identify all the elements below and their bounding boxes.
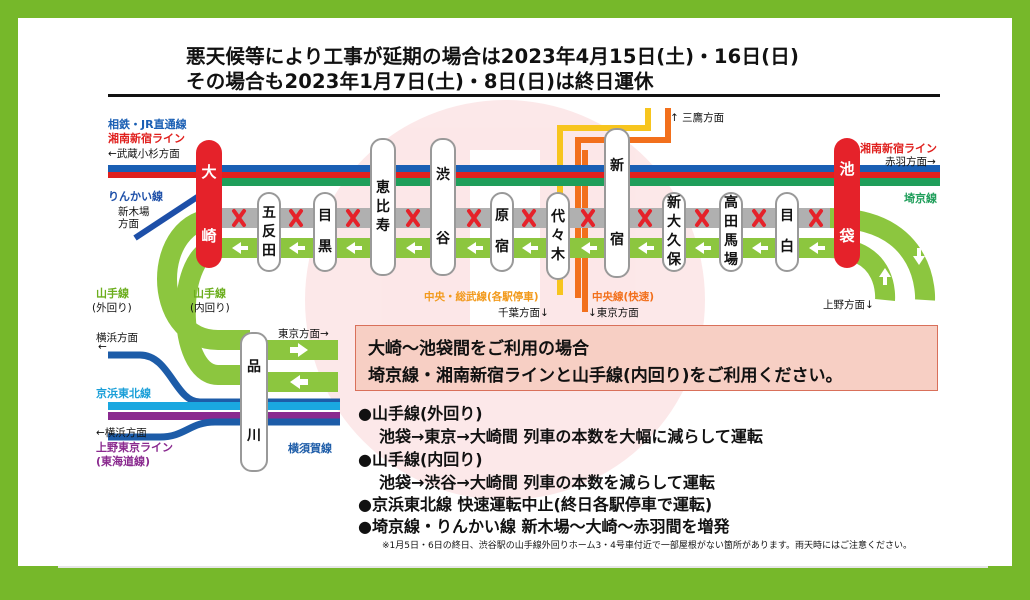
station-meguro: 目黒 <box>313 192 337 272</box>
label-tokyo-right: 東京方面→ <box>278 328 329 340</box>
rinkai-line <box>133 187 210 241</box>
shonan-shinjuku-line <box>108 172 940 178</box>
label-mitaka: ↑ 三鷹方面 <box>670 112 725 124</box>
station-osaki: 大崎 <box>196 140 222 268</box>
station-harajuku: 原宿 <box>490 192 514 272</box>
label-shinkiba: 新木場 <box>118 206 150 218</box>
bullet-1-title: ●山手線(外回り) <box>358 404 483 423</box>
yokosuka-line <box>108 418 340 441</box>
bottom-divider <box>58 566 988 568</box>
label-chiba: 千葉方面↓ <box>498 307 549 319</box>
label-sotetsu: 相鉄・JR直通線 <box>108 118 187 131</box>
station-shibuya: 渋谷 <box>430 138 456 276</box>
notice-box: 大崎～池袋間をご利用の場合 埼京線・湘南新宿ラインと山手線(内回り)をご利用くだ… <box>355 325 938 391</box>
saikyo-line <box>205 178 940 186</box>
station-yoyogi: 代々木 <box>546 192 570 280</box>
label-ueno-tokyo-sub: (東海道線) <box>96 455 151 468</box>
station-shinokubo: 新大久保 <box>662 192 686 272</box>
sotetsu-line <box>108 165 940 172</box>
yokosuka-diag <box>108 351 340 406</box>
label-chuo-sobu: 中央・総武線(各駅停車) <box>424 291 539 303</box>
label-yokohama-1: 横浜方面 <box>96 332 138 344</box>
notice-line-2: 埼京線・湘南新宿ラインと山手線(内回り)をご利用ください。 <box>368 366 843 386</box>
headline-rule <box>108 94 940 97</box>
arrow-down-icon <box>913 248 925 265</box>
station-shinagawa: 品川 <box>240 332 268 472</box>
closed-x-icon <box>232 209 823 227</box>
label-yokohama-1-arrow: ← <box>98 341 107 353</box>
keihin-tohoku-line <box>108 402 340 410</box>
label-yamanote-outer-sub: (外回り) <box>92 302 132 314</box>
label-saikyo: 埼京線 <box>904 192 937 205</box>
headline-2: その場合も2023年1月7日(土)・8日(日)は終日運休 <box>186 70 654 93</box>
ueno-tokyo-line <box>108 412 340 420</box>
bullet-1-detail: 池袋→東京→大崎間 列車の本数を大幅に減らして運転 <box>379 427 763 446</box>
station-takadanobaba: 高田馬場 <box>719 192 743 272</box>
label-shinkiba-direction: 方面 <box>118 218 139 230</box>
label-chuo-rapid: 中央線(快速) <box>592 291 655 303</box>
station-ebisu: 恵比寿 <box>370 138 396 276</box>
station-mejiro: 目白 <box>775 192 799 272</box>
station-ikebukuro: 池袋 <box>834 138 860 268</box>
station-shinjuku: 新宿 <box>604 128 630 278</box>
label-yokosuka: 横須賀線 <box>288 442 332 455</box>
label-keihin-tohoku: 京浜東北線 <box>96 387 151 400</box>
label-ueno: 上野方面↓ <box>823 299 874 311</box>
station-gotanda: 五反田 <box>257 192 281 272</box>
label-yokohama-2: ←横浜方面 <box>96 427 147 439</box>
arrow-up-icon <box>879 268 891 285</box>
headline-1: 悪天候等により工事が延期の場合は2023年4月15日(土)・16日(日) <box>186 45 800 68</box>
label-akabane: 赤羽方面→ <box>885 156 936 168</box>
label-tokyo-down: ↓東京方面 <box>588 307 639 319</box>
label-shonan-right: 湘南新宿ライン <box>860 142 937 155</box>
bullet-2-title: ●山手線(内回り) <box>358 450 483 469</box>
label-musashikosugi: ←武蔵小杉方面 <box>108 148 180 160</box>
notice-line-1: 大崎～池袋間をご利用の場合 <box>368 339 589 359</box>
footnote: ※1月5日・6日の終日、渋谷駅の山手線外回りホーム3・4号車付近で一部屋根がない… <box>382 541 913 551</box>
label-yamanote-inner-sub: (内回り) <box>190 302 230 314</box>
bullet-2-detail: 池袋→渋谷→大崎間 列車の本数を減らして運転 <box>379 473 715 492</box>
label-rinkai: りんかい線 <box>108 190 163 203</box>
arrow-left-icon <box>232 242 825 389</box>
bullet-3-title: ●京浜東北線 快速運転中止(終日各駅停車で運転) <box>358 495 713 514</box>
label-ueno-tokyo: 上野東京ライン <box>96 441 173 454</box>
label-shonan: 湘南新宿ライン <box>108 132 185 145</box>
yamanote-outer-curve <box>157 208 250 350</box>
bullet-4-title: ●埼京線・りんかい線 新木場～大崎～赤羽間を増発 <box>358 517 730 536</box>
label-yamanote-outer: 山手線 <box>96 287 129 300</box>
arrow-right-icon <box>290 343 308 357</box>
label-yamanote-inner: 山手線 <box>193 287 226 300</box>
